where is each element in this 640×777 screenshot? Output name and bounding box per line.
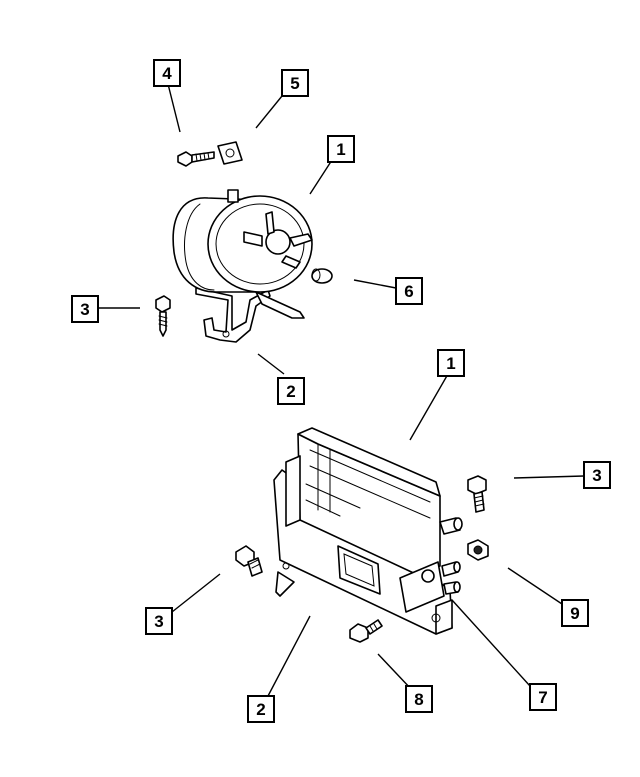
callout-label: 4 bbox=[162, 64, 172, 83]
upper-screw bbox=[155, 295, 171, 337]
lower-port-fittings bbox=[439, 517, 463, 595]
callout-upper-screw: 3 bbox=[71, 295, 99, 323]
lower-nut bbox=[467, 539, 489, 561]
callout-upper-bolt: 4 bbox=[153, 59, 181, 87]
callout-lower-nut: 9 bbox=[561, 599, 589, 627]
callout-label: 9 bbox=[570, 604, 579, 623]
callout-lower-bracket: 2 bbox=[247, 695, 275, 723]
callout-lower-port: 7 bbox=[529, 683, 557, 711]
lower-assembly bbox=[171, 373, 585, 697]
callout-lower-bolt-left: 3 bbox=[145, 607, 173, 635]
callout-upper-cap: 6 bbox=[395, 277, 423, 305]
callout-label: 3 bbox=[592, 466, 601, 485]
upper-clip-nut bbox=[217, 141, 243, 165]
upper-bolt bbox=[177, 151, 215, 167]
upper-vent-cap bbox=[311, 268, 333, 284]
upper-canister-body bbox=[172, 189, 313, 293]
callout-upper-bracket: 2 bbox=[277, 377, 305, 405]
callout-upper-canister: 1 bbox=[327, 135, 355, 163]
lower-canister-body bbox=[285, 427, 445, 613]
callout-lower-canister: 1 bbox=[437, 349, 465, 377]
callout-label: 2 bbox=[256, 700, 265, 719]
callout-label: 1 bbox=[336, 140, 345, 159]
upper-assembly bbox=[98, 83, 397, 375]
lower-bolt-right bbox=[467, 475, 487, 513]
upper-mounting-bracket bbox=[195, 287, 305, 343]
callout-label: 5 bbox=[290, 74, 299, 93]
callout-label: 2 bbox=[286, 382, 295, 401]
lower-bolt-left bbox=[235, 545, 263, 577]
callout-label: 8 bbox=[414, 690, 423, 709]
callout-label: 1 bbox=[446, 354, 455, 373]
callout-label: 6 bbox=[404, 282, 413, 301]
lower-bolt-bottom bbox=[349, 619, 383, 643]
callout-label: 3 bbox=[80, 300, 89, 319]
callout-lower-bolt-bottom: 8 bbox=[405, 685, 433, 713]
callout-label: 7 bbox=[538, 688, 547, 707]
callout-label: 3 bbox=[154, 612, 163, 631]
callout-lower-bolt-right: 3 bbox=[583, 461, 611, 489]
callout-upper-clip: 5 bbox=[281, 69, 309, 97]
